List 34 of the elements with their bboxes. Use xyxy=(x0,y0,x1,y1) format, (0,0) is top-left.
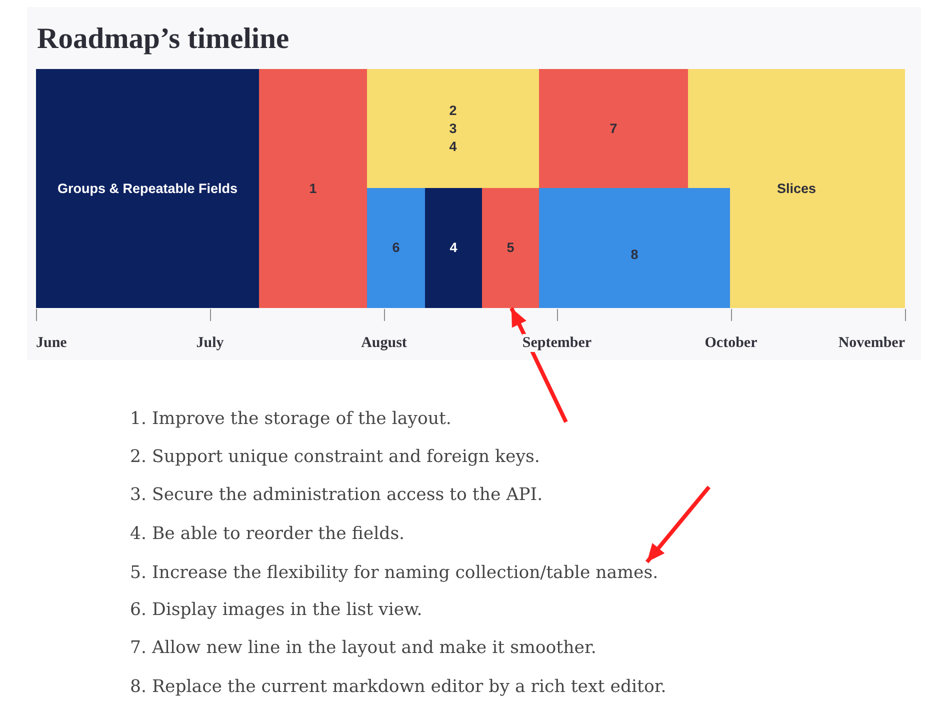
axis-label: July xyxy=(196,334,224,352)
axis-label: September xyxy=(522,334,592,352)
list-item: 2. Support unique constraint and foreign keys. xyxy=(130,446,540,468)
block-label: Slices xyxy=(776,180,816,198)
block-label: 6 xyxy=(392,239,400,257)
block-label: 3 xyxy=(449,120,457,138)
timeline-block xyxy=(425,188,482,308)
timeline-block xyxy=(688,69,905,308)
list-item: 4. Be able to reorder the fields. xyxy=(130,523,405,545)
block-label: 2 xyxy=(449,102,457,120)
list-item: 8. Replace the current markdown editor by a rich text editor. xyxy=(130,676,666,698)
annotation-arrow xyxy=(510,307,568,423)
timeline-block xyxy=(482,188,539,308)
chart-title: Roadmap’s timeline xyxy=(37,22,290,56)
block-label: 5 xyxy=(506,239,514,257)
list-item: 6. Display images in the list view. xyxy=(130,599,422,621)
block-label: 1 xyxy=(309,180,317,198)
axis-label: August xyxy=(361,334,407,352)
list-item: 7. Allow new line in the layout and make it smoother. xyxy=(130,637,596,659)
block-label: Groups & Repeatable Fields xyxy=(57,180,238,198)
timeline-block xyxy=(539,188,730,308)
block-label: 8 xyxy=(630,246,638,264)
timeline-block xyxy=(259,69,367,308)
list-item: 3. Secure the administration access to the API. xyxy=(130,484,543,506)
timeline-block xyxy=(539,69,688,188)
annotation-arrow xyxy=(645,486,711,564)
block-label: 4 xyxy=(450,239,458,257)
block-label: 4 xyxy=(449,138,457,156)
list-item: 5. Increase the flexibility for naming collection/table names. xyxy=(130,562,658,584)
timeline-block xyxy=(367,69,539,188)
timeline-block xyxy=(367,188,425,308)
timeline-block xyxy=(36,69,259,308)
list-item: 1. Improve the storage of the layout. xyxy=(130,408,452,430)
block-label: 7 xyxy=(610,120,618,138)
